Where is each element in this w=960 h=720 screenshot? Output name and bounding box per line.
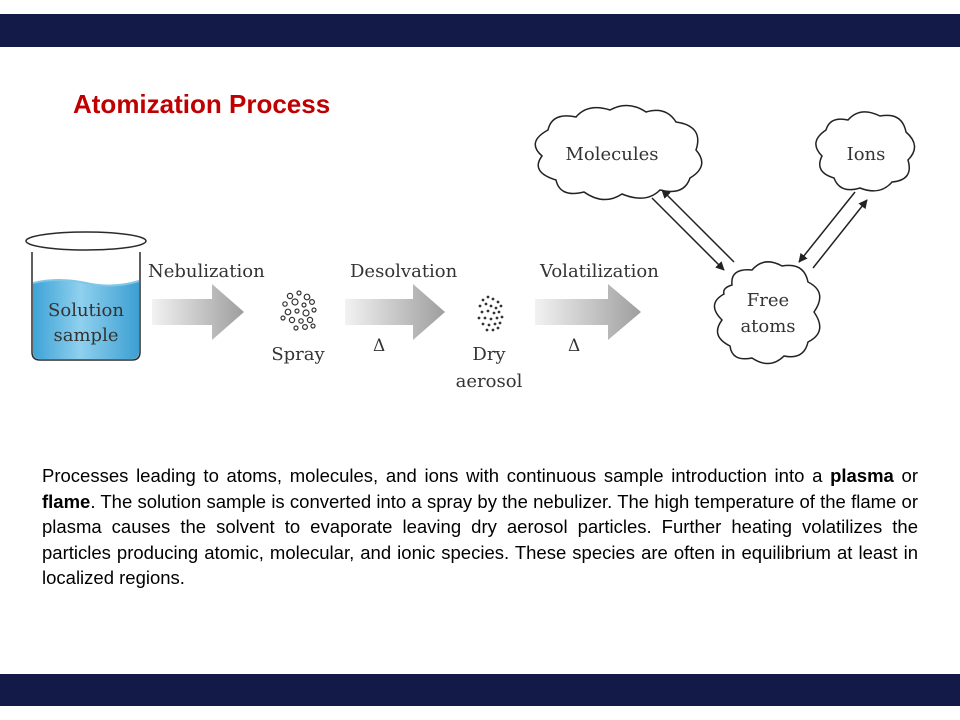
caption-text-3: . The solution sample is converted into … <box>42 490 918 589</box>
beaker-label-line1: Solution <box>48 300 124 321</box>
nebulization-arrow-icon <box>152 284 244 340</box>
dry-aerosol-particles-icon <box>477 295 504 332</box>
free-atoms-to-molecules-arrow <box>661 189 735 263</box>
ions-cloud: Ions <box>815 111 916 192</box>
desolvation-arrow-icon <box>345 284 445 340</box>
bottom-banner-bar <box>0 674 960 706</box>
beaker-label-line2: sample <box>54 325 119 346</box>
ions-label: Ions <box>847 144 886 165</box>
free-atoms-to-ions-arrow <box>812 199 868 269</box>
free-atoms-cloud: Free atoms <box>713 261 821 365</box>
beaker-icon: Solution sample <box>25 231 147 361</box>
free-atoms-label-line1: Free <box>747 290 789 311</box>
description-paragraph: Processes leading to atoms, molecules, a… <box>42 463 918 591</box>
free-atoms-label-line2: atoms <box>740 316 795 337</box>
dry-aerosol-label-line1: Dry <box>472 344 506 365</box>
caption-bold-flame: flame <box>42 490 91 512</box>
caption-text-2: or <box>893 465 918 486</box>
ions-to-free-atoms-arrow <box>798 191 856 263</box>
molecules-cloud: Molecules <box>534 104 703 201</box>
heat-symbol-desolvation: Δ <box>373 336 385 356</box>
step-label-desolvation: Desolvation <box>350 261 458 282</box>
volatilization-arrow-icon <box>535 284 641 340</box>
molecules-label: Molecules <box>566 144 659 165</box>
step-label-volatilization: Volatilization <box>539 261 659 282</box>
spray-label: Spray <box>271 344 325 365</box>
slide-title: Atomization Process <box>73 89 331 119</box>
caption-bold-plasma: plasma <box>830 465 894 486</box>
heat-symbol-volatilization: Δ <box>568 336 580 356</box>
caption-text-1: Processes leading to atoms, molecules, a… <box>42 465 831 486</box>
molecules-to-free-atoms-arrow <box>651 197 725 271</box>
dry-aerosol-label-line2: aerosol <box>456 371 523 392</box>
step-label-nebulization: Nebulization <box>148 261 265 282</box>
top-banner-bar <box>0 14 960 47</box>
spray-droplets-icon <box>280 290 317 331</box>
